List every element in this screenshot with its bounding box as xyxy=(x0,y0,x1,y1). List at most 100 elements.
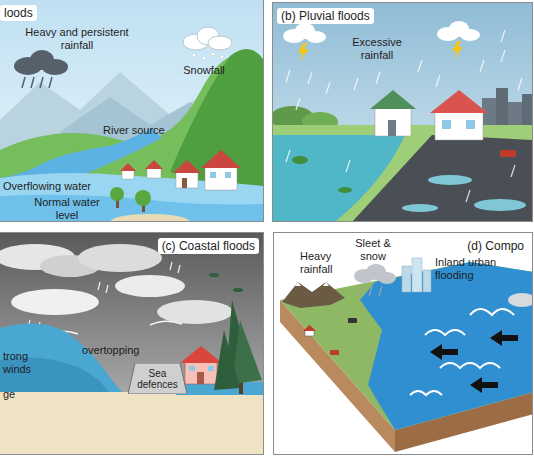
fluvial-scene-part xyxy=(201,150,241,168)
coastal-scene-part xyxy=(180,346,222,363)
pluvial-scene-part xyxy=(430,90,488,113)
coastal-scene-part xyxy=(189,366,195,371)
scene-label: River source xyxy=(103,124,175,137)
pluvial-scene-part xyxy=(435,112,483,140)
coastal-scene-part xyxy=(11,289,99,315)
compound-scene-part-part xyxy=(410,391,442,395)
pluvial-scene-part xyxy=(292,156,308,164)
compound-scene-part xyxy=(280,262,532,430)
fluvial-scene-part xyxy=(110,187,124,201)
pluvial-scene-part-part xyxy=(286,150,290,162)
pluvial-scene-part-part xyxy=(466,190,470,202)
sea-defence-trapezoid xyxy=(128,363,187,394)
figure-panel: (b) Pluvial floods xyxy=(272,2,533,222)
scene-label: Excessive rainfall xyxy=(345,36,409,61)
scene-label: Sleet & snow xyxy=(351,237,395,262)
coastal-scene-part xyxy=(208,366,214,371)
compound-scene-part-part xyxy=(369,286,372,296)
coastal-scene-part-part xyxy=(98,282,100,290)
fluvial-scene-part xyxy=(147,168,161,178)
pluvial-scene-part-part xyxy=(436,75,440,87)
compound-scene-part xyxy=(359,286,382,296)
fluvial-scene-part xyxy=(225,172,231,178)
pluvial-scene-part-part xyxy=(518,78,522,90)
pluvial-scene-part xyxy=(298,43,309,62)
fluvial-scene-part xyxy=(192,52,224,60)
compound-scene-part xyxy=(323,282,329,286)
fluvial-scene-part xyxy=(0,0,263,221)
pluvial-scene-part xyxy=(388,120,396,136)
fluvial-scene-part xyxy=(110,214,190,221)
panel-heading: (b) Pluvial floods xyxy=(277,8,374,24)
coastal-scene-part xyxy=(209,273,219,277)
fluvial-scene-part-part xyxy=(22,77,25,88)
compound-scene-part xyxy=(348,318,357,323)
coastal-scene-part-part xyxy=(178,265,180,273)
scene-label: overtopping xyxy=(82,344,154,357)
fluvial-scene-part xyxy=(173,160,201,173)
pluvial-scene-part-part xyxy=(326,82,330,94)
coastal-scene-part xyxy=(214,330,240,390)
pluvial-scene-part-part xyxy=(418,60,422,72)
compound-scene-part xyxy=(360,262,532,430)
pluvial-scene-part-part xyxy=(501,30,505,42)
scene-label: ge xyxy=(3,388,25,401)
coastal-scene-part xyxy=(0,324,124,395)
pluvial-scene-part-part xyxy=(286,70,290,82)
compound-scene-part-part xyxy=(359,286,362,296)
compound-scene-part xyxy=(470,377,498,393)
scene-label: Overflowing water xyxy=(3,180,107,193)
coastal-scene-part-part xyxy=(170,262,172,270)
compound-scene-part xyxy=(412,258,422,292)
fluvial-scene-part xyxy=(170,49,263,205)
compound-scene-part xyxy=(274,233,532,454)
pluvial-scene xyxy=(273,3,532,221)
pluvial-scene-part xyxy=(402,204,438,212)
pluvial-scene-part xyxy=(460,29,480,41)
coastal-scene-part xyxy=(28,262,180,330)
pluvial-scene-part-part xyxy=(480,60,484,72)
coastal-scene-part xyxy=(0,392,263,454)
scene-label: Inland urban flooding xyxy=(435,256,507,281)
scene-label: Snowfall xyxy=(176,64,232,77)
pluvial-scene-part-part xyxy=(511,165,515,177)
fluvial-scene-part-part xyxy=(40,77,43,88)
pluvial-scene-part xyxy=(338,187,352,193)
compound-scene-part-part xyxy=(440,363,500,368)
compound-scene-part-part xyxy=(379,286,382,296)
scene-label: Heavy and persistent rainfall xyxy=(20,26,134,51)
coastal-scene-part xyxy=(115,275,185,297)
fluvial-scene xyxy=(0,0,263,221)
compound-scene-part xyxy=(295,282,301,286)
pluvial-scene-part xyxy=(306,31,326,43)
compound-scene-part xyxy=(282,282,345,308)
scene-label: trong winds xyxy=(3,350,39,375)
shape-label: Sea defences xyxy=(135,368,181,390)
fluvial-scene-part xyxy=(145,160,163,169)
pluvial-scene-part xyxy=(286,30,522,202)
fluvial-scene-part xyxy=(22,77,52,88)
pluvial-scene-part xyxy=(370,90,416,109)
pluvial-scene-part-part xyxy=(354,78,358,90)
compound-scene-part xyxy=(402,266,411,292)
fluvial-scene-part xyxy=(176,172,198,188)
sea-defence-shape: Sea defences xyxy=(128,363,187,394)
compound-scene-part xyxy=(490,330,518,346)
pluvial-scene-part-part xyxy=(296,98,300,110)
coastal-scene-part xyxy=(48,321,182,335)
compound-scene-part xyxy=(410,309,514,395)
fluvial-scene-part-part xyxy=(49,77,52,88)
pluvial-scene-part xyxy=(522,94,532,130)
coastal-scene-part xyxy=(233,288,243,292)
pluvial-scene-part xyxy=(466,120,475,129)
compound-scene-part xyxy=(378,272,396,284)
fluvial-scene-part xyxy=(208,36,232,50)
pluvial-scene-part xyxy=(428,175,472,185)
coastal-scene-part xyxy=(232,320,262,384)
coastal-scene-part xyxy=(197,372,204,384)
pluvial-scene-part xyxy=(496,88,508,130)
compound-scene-part xyxy=(423,270,431,292)
pluvial-scene-part xyxy=(352,135,532,221)
compound-scene-part xyxy=(303,325,316,331)
